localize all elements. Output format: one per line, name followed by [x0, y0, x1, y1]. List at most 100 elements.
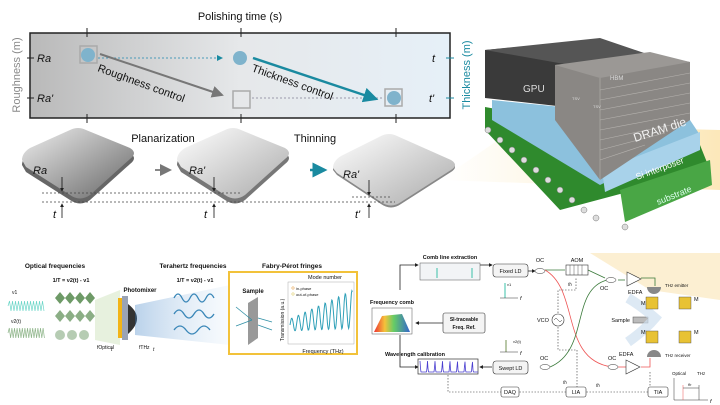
- fringe-curve: [289, 289, 353, 332]
- mini-plot-fh: fh: [688, 382, 692, 387]
- optical-wave-nu2: [7, 327, 45, 339]
- legend-in-phase: in-phase: [296, 286, 312, 291]
- beat-formula: 1/T = ν2(t) - ν1: [53, 278, 90, 284]
- comb-spectrum: [374, 314, 410, 332]
- comb-line-extraction-title: Comb line extraction: [423, 255, 478, 261]
- photomixer-chip: [118, 298, 122, 338]
- mini-plot-optical: Optical: [672, 371, 686, 376]
- wafer-ra-prime: Ra': [343, 169, 360, 181]
- fringe-plot-frame: [287, 281, 355, 345]
- wafer-smooth: [177, 128, 289, 204]
- thz-waves: [173, 293, 215, 335]
- frequency-comb-title: Frequency comb: [370, 300, 415, 306]
- measurement-setup: Comb line extraction Fixed LD ν1 f OC AO…: [370, 253, 720, 405]
- frequency-label: Frequency (THz): [302, 349, 343, 355]
- mirror-label: M: [641, 301, 646, 307]
- roughness-arrow: [99, 53, 224, 98]
- calibration-box: [417, 358, 479, 375]
- nu1-label: ν1: [12, 290, 18, 296]
- tick-t: t: [432, 53, 436, 65]
- solder-balls: [484, 126, 629, 231]
- parabolic-mirrors: [645, 296, 692, 344]
- fh-label: fh: [596, 383, 600, 388]
- edfa-label: EDFA: [628, 290, 643, 296]
- wafer-thin: [333, 134, 455, 208]
- planarization-label: Planarization: [131, 133, 195, 145]
- tick-ra-prime: Ra': [37, 93, 54, 105]
- gpu-label: GPU: [523, 84, 545, 95]
- nu1-label: ν1: [507, 282, 512, 287]
- oc-coupler: [607, 364, 619, 370]
- tsv-label: TSV: [572, 96, 580, 101]
- silicon-lens: [128, 304, 137, 334]
- x-axis-title: Polishing time (s): [198, 11, 282, 23]
- hbm-label: HBM: [610, 76, 623, 82]
- calibration-peaks: [419, 360, 478, 373]
- daq-label: DAQ: [504, 390, 517, 396]
- mirror-label: M: [694, 330, 699, 336]
- roughness-marker: [384, 88, 403, 107]
- tick-t-prime: t': [429, 93, 435, 105]
- optical-thz-mini-plot: [673, 378, 708, 401]
- thz-receiver-label: THz receiver: [665, 353, 691, 358]
- tsv-label: TSV: [593, 104, 601, 109]
- wafer-t-prime: t': [355, 209, 361, 221]
- edfa-label: EDFA: [619, 352, 634, 358]
- tia-box: [647, 386, 669, 398]
- polishing-panel: Polishing time (s) Roughness (m) Thickne…: [11, 11, 473, 123]
- oc-label: OC: [536, 258, 544, 264]
- thz-concept: Optical frequencies Terahertz frequencie…: [7, 263, 358, 355]
- si-ref-box: [442, 312, 486, 334]
- wafer-t: t: [204, 209, 208, 221]
- thz-emitter-icon: [647, 287, 661, 294]
- photomixer-label: Photomixer: [123, 288, 157, 294]
- tick-ra: Ra: [37, 53, 51, 65]
- optical-frequencies-title: Optical frequencies: [25, 263, 86, 270]
- mini-plot-thz: THz: [697, 371, 706, 376]
- swept-ld-box: [492, 360, 529, 375]
- f-thz-label: fTHz: [139, 345, 150, 351]
- aom-box: [565, 264, 589, 276]
- t-axis-label: t: [111, 347, 113, 353]
- thickness-marker: [81, 48, 95, 62]
- fabry-perot-highlight: [228, 271, 358, 355]
- mode-number-label: Mode number: [308, 275, 342, 281]
- aom-label: AOM: [571, 258, 584, 264]
- hbm-chip-illustration: GPU HBM DRAM die Si interposer substrate…: [484, 38, 712, 231]
- edfa-amplifier-icon: [625, 359, 641, 375]
- wafer-rough: [22, 128, 134, 204]
- tia-label: TIA: [654, 390, 663, 396]
- wavelength-calibration-title: Wavelength calibration: [385, 352, 446, 358]
- sample-label: Sample: [242, 289, 264, 295]
- si-ref-line2: Freq. Ref.: [452, 325, 476, 331]
- dram-stack: [555, 55, 690, 180]
- vco-label: VCO: [537, 318, 550, 324]
- nu2-label: ν2(t): [11, 319, 21, 325]
- comb-line-box: [419, 262, 481, 281]
- fh-label: fh: [568, 282, 572, 287]
- roughness-marker: [232, 90, 251, 109]
- left-axis-title: Roughness (m): [11, 37, 23, 112]
- beat-formula-thz: 1/T = ν2(t) - ν1: [177, 278, 214, 284]
- f-label: f: [520, 351, 522, 357]
- f-label: f: [520, 296, 522, 302]
- wafer-ra-prime: Ra': [189, 165, 206, 177]
- thinning-label: Thinning: [294, 133, 336, 145]
- plot-box: [29, 32, 451, 119]
- oc-coupler: [534, 268, 546, 274]
- right-axis-title: Thickness (m): [461, 40, 473, 109]
- roughness-marker: [79, 45, 98, 64]
- sample-slab: [248, 297, 258, 345]
- beat-envelopes: [55, 292, 95, 340]
- terahertz-frequencies-title: Terahertz frequencies: [159, 263, 226, 270]
- transmission-label: Transmission (a.u.): [280, 298, 286, 341]
- t-axis-label: t: [153, 347, 155, 353]
- swept-ld-label: Swept LD: [499, 366, 523, 372]
- oc-label: OC: [600, 286, 608, 292]
- daq-box: [500, 386, 520, 398]
- time-ticks: [27, 28, 397, 123]
- oc-label: OC: [540, 356, 548, 362]
- thz-receiver-icon: [647, 350, 661, 357]
